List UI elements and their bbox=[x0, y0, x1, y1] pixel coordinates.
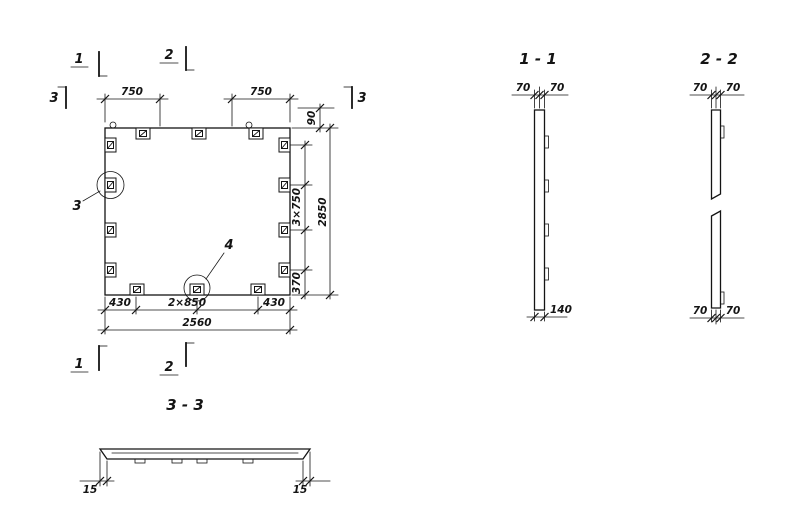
embed-plate bbox=[104, 177, 117, 193]
panel-section-body-upper bbox=[710, 109, 722, 201]
dim-s11-thickness: 140 bbox=[526, 304, 572, 322]
embed-projection bbox=[544, 179, 549, 193]
section-title-1-1: 1 - 1 bbox=[519, 50, 557, 68]
section-1-1-view: 1 - 1 70 70 140 bbox=[511, 50, 572, 322]
dim-label: 70 bbox=[726, 82, 741, 94]
dim-s33-right-15: 15 bbox=[293, 451, 331, 496]
callout-label-4: 4 bbox=[223, 238, 233, 253]
section-title-3-3: 3 - 3 bbox=[166, 396, 204, 414]
dim-label: 140 bbox=[550, 304, 572, 316]
section-mark-label: 1 bbox=[74, 52, 83, 67]
section-mark-3-right: 3 bbox=[343, 86, 367, 109]
panel-section-body bbox=[533, 109, 546, 311]
dim-label: 3×750 bbox=[291, 188, 303, 226]
embed-plate bbox=[278, 222, 291, 238]
panel-section-body bbox=[98, 448, 312, 460]
section-2-2-view: 2 - 2 70 70 70 70 bbox=[689, 50, 745, 325]
embed-plate bbox=[189, 283, 205, 296]
section-mark-3-left: 3 bbox=[49, 86, 67, 109]
dim-label: 90 bbox=[306, 111, 318, 126]
leader-line bbox=[205, 252, 225, 280]
embed-plate bbox=[104, 262, 117, 278]
dim-label: 70 bbox=[550, 82, 565, 94]
embed-projection bbox=[544, 267, 549, 281]
section-mark-1-top: 1 bbox=[70, 51, 108, 77]
dim-label: 70 bbox=[693, 305, 708, 317]
dim-label: 370 bbox=[291, 272, 303, 294]
leader-line bbox=[82, 190, 101, 202]
embed-projection bbox=[544, 135, 549, 149]
embed-plate bbox=[104, 137, 117, 153]
dim-bottom-total: 2560 bbox=[97, 317, 298, 335]
dim-right-rows: 3×750 370 bbox=[289, 140, 339, 300]
dim-label: 2×850 bbox=[168, 297, 206, 309]
panel-outline bbox=[104, 127, 291, 296]
section-mark-label: 1 bbox=[74, 357, 83, 372]
dim-label: 2560 bbox=[182, 317, 211, 329]
dim-s33-left-15: 15 bbox=[79, 451, 115, 496]
section-mark-label: 2 bbox=[164, 48, 173, 63]
callout-label-3: 3 bbox=[72, 199, 81, 214]
detail-circle bbox=[96, 171, 125, 199]
embed-projection bbox=[171, 458, 183, 464]
detail-callout-4: 4 bbox=[183, 238, 234, 302]
dim-top-right-750: 750 bbox=[223, 86, 299, 127]
embed-plate bbox=[250, 283, 266, 296]
embed-plate bbox=[278, 177, 291, 193]
section-title-2-2: 2 - 2 bbox=[700, 50, 738, 68]
dim-right-total: 2850 bbox=[317, 123, 335, 300]
dim-label: 15 bbox=[83, 484, 98, 496]
section-mark-1-bottom: 1 bbox=[70, 345, 108, 373]
plan-view: 3 4 1 1 2 2 bbox=[49, 46, 367, 376]
embed-plate bbox=[129, 283, 145, 296]
embed-plate bbox=[135, 127, 151, 140]
top-embeds bbox=[135, 127, 264, 140]
dim-label: 70 bbox=[693, 82, 708, 94]
section-3-3-view: 3 - 3 15 15 bbox=[79, 396, 331, 496]
detail-callout-3: 3 bbox=[72, 171, 125, 214]
panel-section-body-lower bbox=[710, 209, 722, 309]
dim-s22-bottom: 70 70 bbox=[689, 305, 745, 325]
lifting-loop-icon bbox=[245, 121, 253, 129]
embed-projection bbox=[720, 125, 725, 139]
embed-projection bbox=[544, 223, 549, 237]
section-mark-label: 2 bbox=[164, 360, 173, 375]
embed-plate bbox=[278, 262, 291, 278]
embed-plate bbox=[278, 137, 291, 153]
dim-label: 430 bbox=[262, 297, 285, 309]
detail-circle bbox=[183, 274, 211, 302]
embed-projection bbox=[720, 291, 725, 305]
dim-label: 750 bbox=[250, 86, 272, 98]
dim-label: 2850 bbox=[317, 197, 329, 226]
lifting-loop-icon bbox=[109, 121, 117, 129]
dim-top-left-750: 750 bbox=[96, 86, 169, 127]
embed-plate bbox=[104, 222, 117, 238]
embed-plate bbox=[248, 127, 264, 140]
dim-label: 70 bbox=[726, 305, 741, 317]
embed-projection bbox=[134, 458, 146, 464]
section-mark-2-top: 2 bbox=[159, 46, 195, 71]
dim-label: 750 bbox=[121, 86, 143, 98]
dim-s11-top: 70 70 bbox=[511, 82, 569, 109]
dim-s22-top: 70 70 bbox=[689, 82, 745, 109]
section-mark-label: 3 bbox=[49, 91, 58, 106]
dim-right-90: 90 bbox=[291, 103, 339, 133]
section-mark-label: 3 bbox=[357, 91, 366, 106]
dim-label: 70 bbox=[516, 82, 531, 94]
bottom-embeds bbox=[129, 283, 266, 296]
dim-bottom-row1: 430 2×850 430 bbox=[97, 296, 298, 335]
dim-label: 15 bbox=[293, 484, 308, 496]
embed-projection bbox=[196, 458, 208, 464]
section-mark-2-bottom: 2 bbox=[159, 342, 195, 376]
embed-plate bbox=[191, 127, 207, 140]
dim-label: 430 bbox=[108, 297, 131, 309]
embed-projection bbox=[242, 458, 254, 464]
left-embeds bbox=[104, 137, 117, 278]
right-embeds bbox=[278, 137, 291, 278]
